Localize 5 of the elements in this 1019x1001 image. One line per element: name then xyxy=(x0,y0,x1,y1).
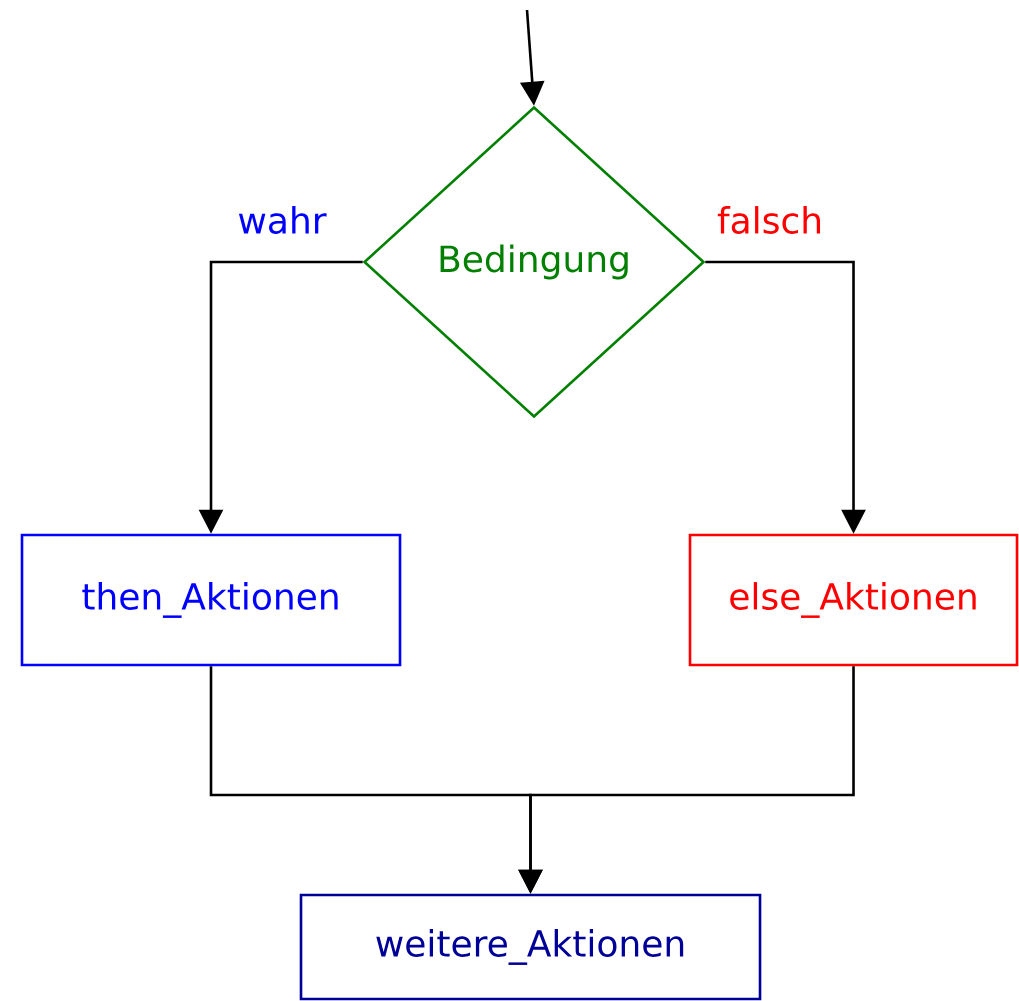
process-box: else_Aktionen xyxy=(688,533,1019,667)
edge-label: falsch xyxy=(717,206,821,234)
process-box: then_Aktionen xyxy=(20,533,402,667)
process-box: weitere_Aktionen xyxy=(299,893,762,1001)
edge-label: wahr xyxy=(238,206,327,234)
